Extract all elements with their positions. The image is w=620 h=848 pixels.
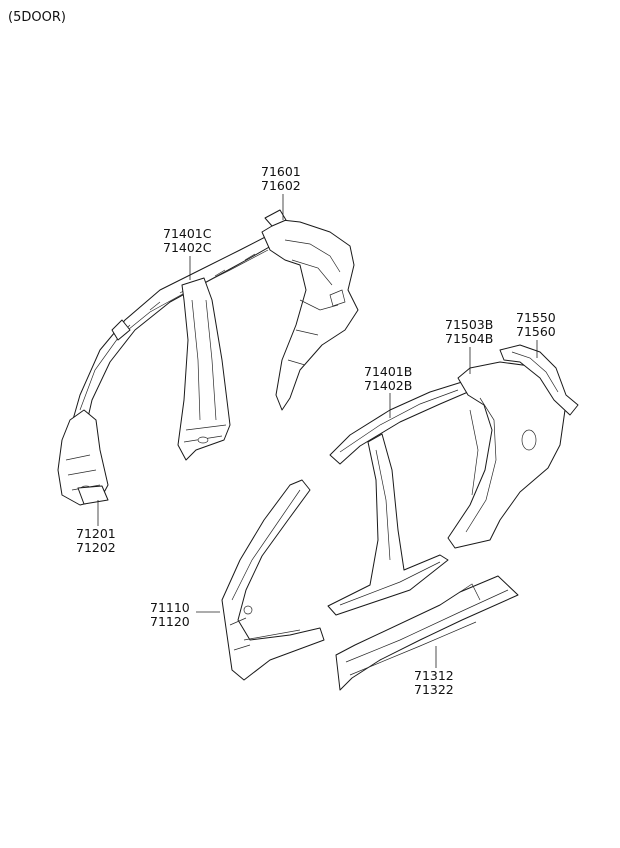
callout-71322: 71322	[414, 682, 454, 697]
callout-71550: 71550	[516, 310, 556, 325]
callout-71601: 71601	[261, 164, 301, 179]
inner-roof-rail-part[interactable]	[69, 231, 286, 436]
callout-71602: 71602	[261, 178, 301, 193]
callout-71504b: 71504B	[445, 331, 493, 346]
callout-71402c: 71402C	[163, 240, 212, 255]
callout-71312: 71312	[414, 668, 454, 683]
callout-71401b: 71401B	[364, 364, 412, 379]
callout-71503b: 71503B	[445, 317, 493, 332]
outer-quarter-panel-part[interactable]	[447, 361, 566, 549]
callout-71560: 71560	[516, 324, 556, 339]
leader-lines	[97, 194, 538, 668]
inner-quarter-panel-part[interactable]	[261, 209, 359, 411]
inner-a-pillar-part[interactable]	[57, 409, 109, 506]
diagram-variant-title: (5DOOR)	[8, 10, 66, 25]
callout-71110: 71110	[150, 600, 190, 615]
outer-sill-part[interactable]	[335, 575, 519, 691]
outer-front-pillar-part[interactable]	[221, 479, 325, 681]
callout-71202: 71202	[76, 540, 116, 555]
callout-71201: 71201	[76, 526, 116, 541]
callout-71120: 71120	[150, 614, 190, 629]
callout-71402b: 71402B	[364, 378, 412, 393]
inner-b-pillar-part[interactable]	[177, 277, 231, 461]
callout-71401c: 71401C	[163, 226, 212, 241]
outer-roof-rail-part[interactable]	[329, 381, 469, 465]
outer-b-pillar-part[interactable]	[327, 433, 449, 616]
